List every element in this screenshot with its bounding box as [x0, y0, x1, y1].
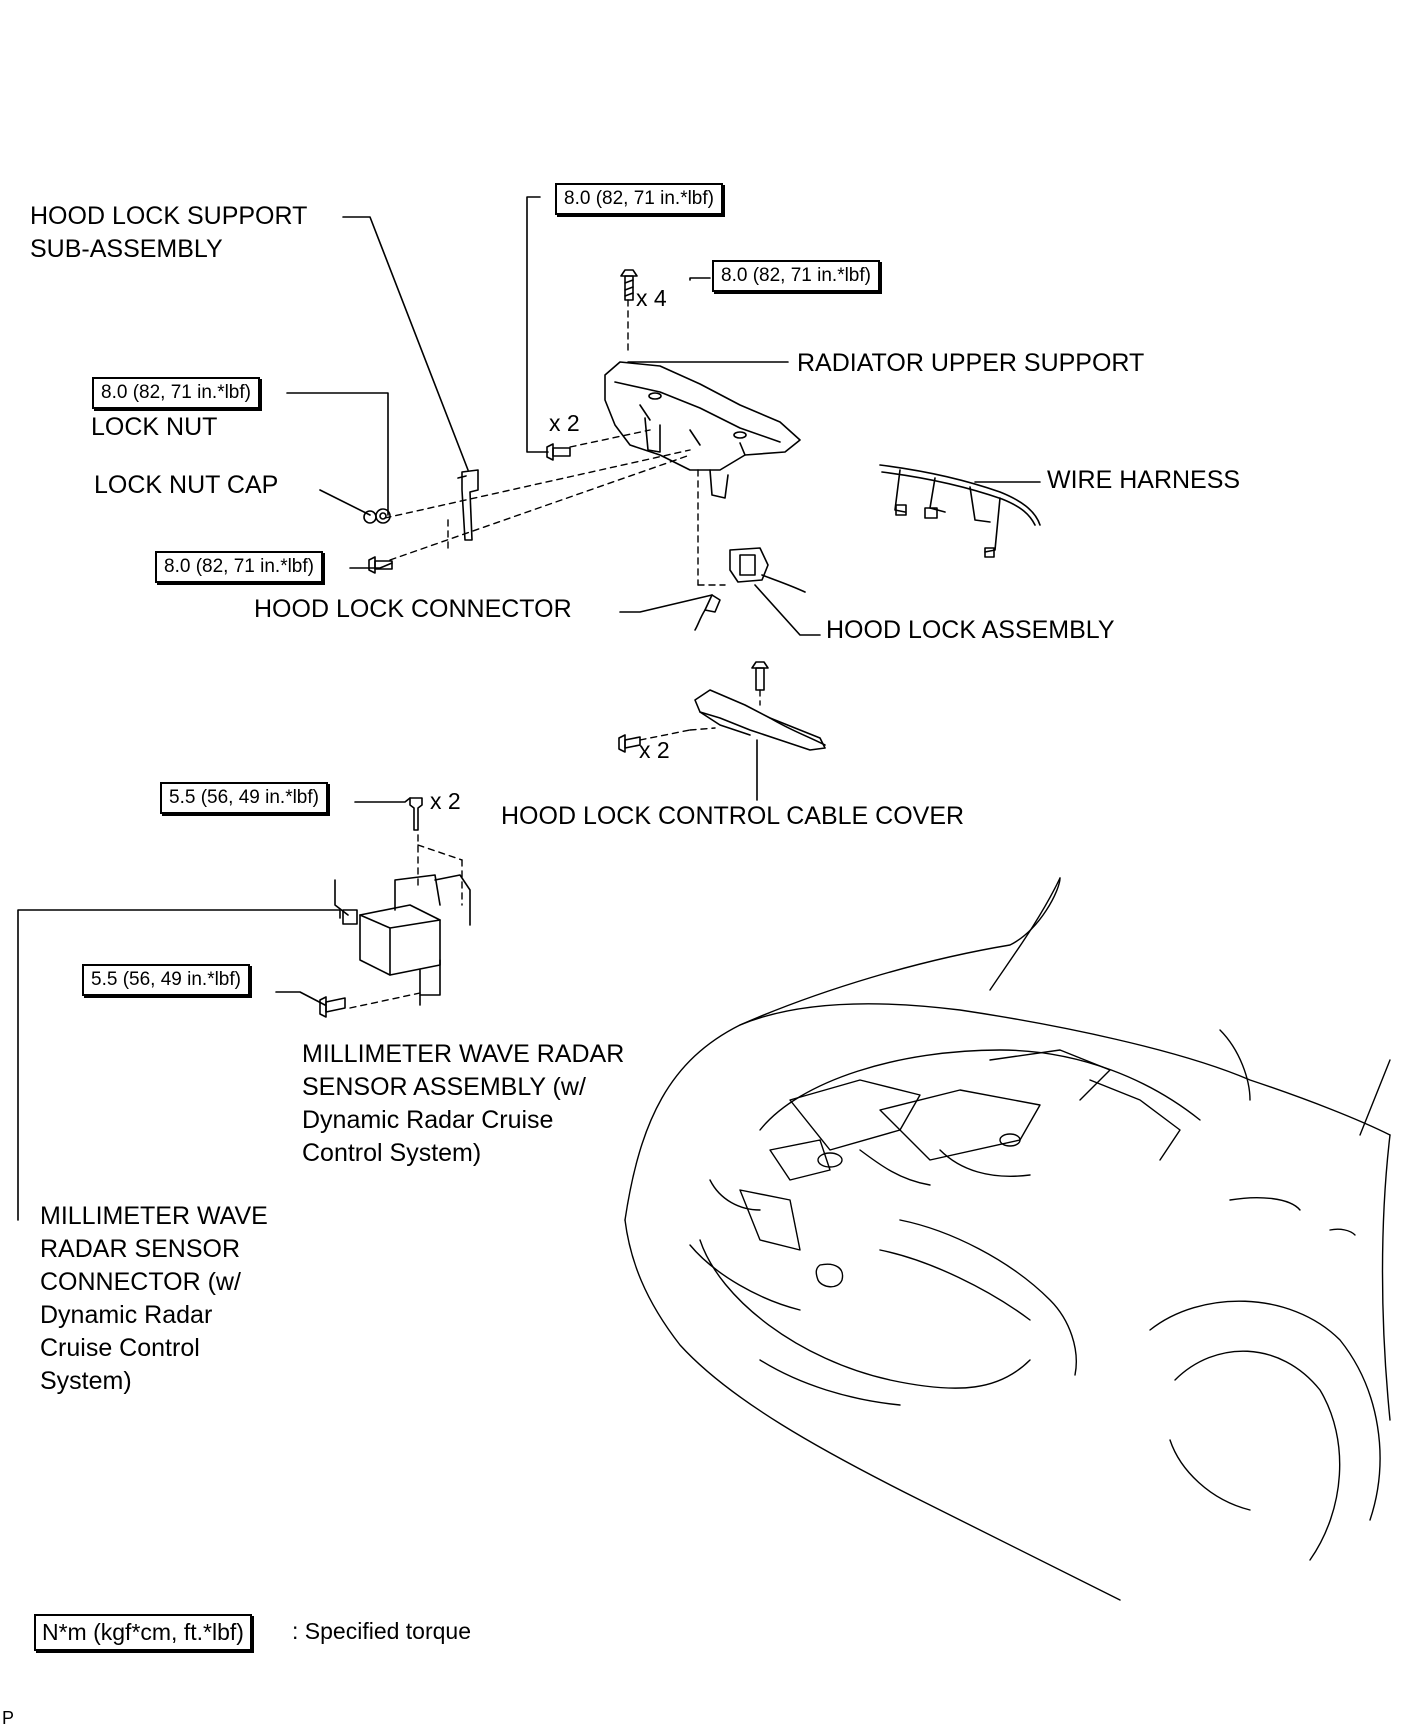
- torque-box-radar-upper: 5.5 (56, 49 in.*lbf): [160, 782, 328, 814]
- bolt-radar-lower: [319, 996, 346, 1018]
- label-radar-connector-line4: Dynamic Radar: [40, 1301, 213, 1329]
- torque-box-upper-bolts: 8.0 (82, 71 in.*lbf): [712, 260, 880, 292]
- legend-description: : Specified torque: [292, 1618, 472, 1644]
- label-radar-sensor-assembly: MILLIMETER WAVE RADAR SENSOR ASSEMBLY (w…: [302, 1038, 624, 1170]
- label-radar-connector-line5: Cruise Control: [40, 1334, 200, 1362]
- label-radar-sensor-connector: MILLIMETER WAVE RADAR SENSOR CONNECTOR (…: [40, 1200, 268, 1398]
- hood-lock-assembly: [729, 547, 806, 593]
- bolt-cable-cover: [618, 734, 641, 753]
- label-radiator-upper-support: RADIATOR UPPER SUPPORT: [797, 349, 1145, 377]
- radiator-upper-support: [604, 361, 801, 499]
- label-wire-harness: WIRE HARNESS: [1047, 466, 1241, 494]
- label-radar-connector-line6: System): [40, 1367, 132, 1395]
- label-radar-sensor-assembly-line4: Control System): [302, 1139, 482, 1167]
- hood-lock-support: [457, 469, 479, 541]
- qty-radar-bolts: x 2: [430, 788, 461, 814]
- label-radar-connector-line3: CONNECTOR (w/: [40, 1268, 241, 1296]
- label-hood-lock-control-cable-cover: HOOD LOCK CONTROL CABLE COVER: [501, 802, 965, 830]
- assembly-dashed-lines: [349, 299, 761, 1009]
- label-lock-nut-cap: LOCK NUT CAP: [94, 471, 279, 499]
- qty-upper-bolts: x 4: [636, 285, 667, 311]
- legend-torque-unit-box: N*m (kgf*cm, ft.*lbf): [34, 1614, 252, 1651]
- vehicle-front: [624, 877, 1391, 1601]
- label-hood-lock-support-line1: HOOD LOCK SUPPORT: [30, 202, 308, 230]
- torque-box-radar-lower: 5.5 (56, 49 in.*lbf): [82, 964, 250, 996]
- torque-box-lock-nut: 8.0 (82, 71 in.*lbf): [92, 377, 260, 409]
- label-hood-lock-support-sub-assembly: HOOD LOCK SUPPORT SUB-ASSEMBLY: [30, 200, 307, 266]
- label-radar-sensor-assembly-line2: SENSOR ASSEMBLY (w/: [302, 1073, 586, 1101]
- corner-mark: P: [2, 1708, 15, 1728]
- torque-box-support-lower-bolt: 8.0 (82, 71 in.*lbf): [155, 551, 323, 583]
- lock-nut-parts: [363, 508, 391, 524]
- bolt-side: [546, 443, 571, 461]
- label-hood-lock-connector: HOOD LOCK CONNECTOR: [254, 595, 572, 623]
- label-hood-lock-support-line2: SUB-ASSEMBLY: [30, 235, 223, 263]
- wire-harness: [879, 464, 1041, 558]
- label-radar-sensor-assembly-line3: Dynamic Radar Cruise: [302, 1106, 554, 1134]
- label-radar-sensor-assembly-line1: MILLIMETER WAVE RADAR: [302, 1040, 625, 1068]
- label-lock-nut: LOCK NUT: [91, 413, 218, 441]
- hood-lock-connector-part: [694, 594, 721, 631]
- label-radar-connector-line1: MILLIMETER WAVE: [40, 1202, 268, 1230]
- qty-side-bolts: x 2: [549, 410, 580, 436]
- label-radar-connector-line2: RADAR SENSOR: [40, 1235, 241, 1263]
- bolt-upper: [620, 269, 638, 301]
- torque-box-support-bolt: 8.0 (82, 71 in.*lbf): [555, 183, 723, 215]
- leader-lines: [17, 196, 1041, 1221]
- label-hood-lock-assembly: HOOD LOCK ASSEMBLY: [826, 616, 1115, 644]
- hood-lock-control-cable-cover: [694, 661, 826, 751]
- radar-sensor-assembly: [334, 797, 471, 996]
- qty-cable-cover-bolts: x 2: [639, 737, 670, 763]
- bolt-lower-left: [368, 556, 393, 574]
